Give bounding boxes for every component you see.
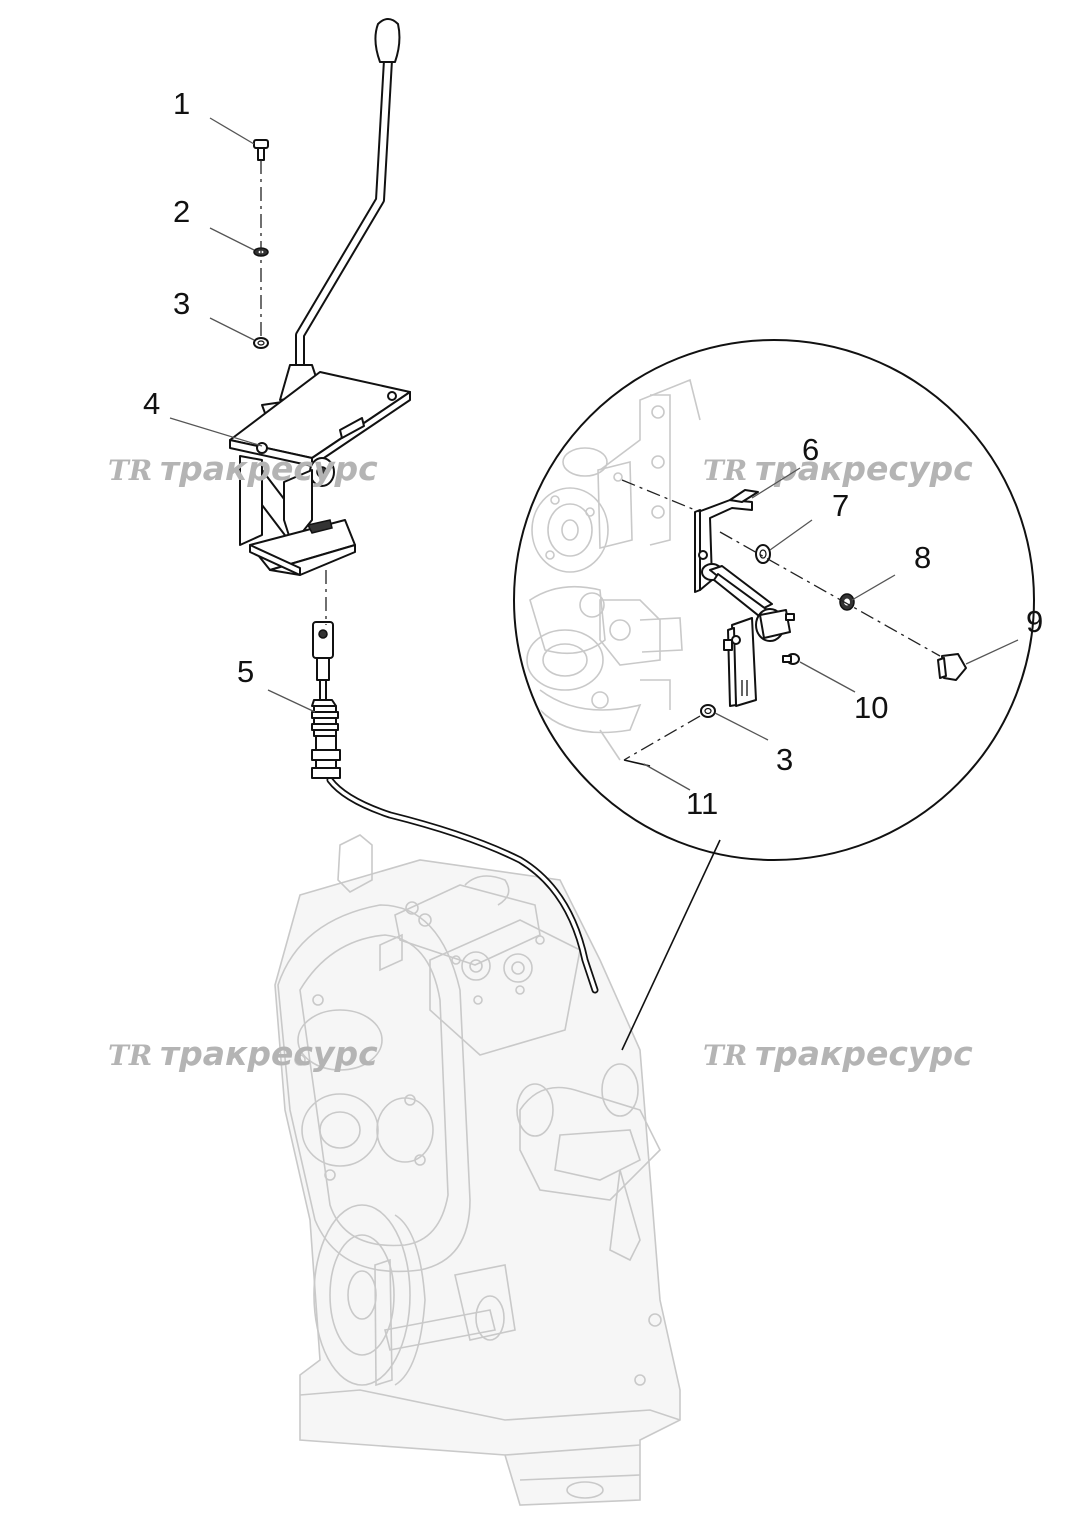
control-cable xyxy=(311,621,599,994)
bolt-10 xyxy=(782,653,800,665)
callout-11: 11 xyxy=(686,786,718,821)
leader-lines xyxy=(169,117,1019,791)
washer-3-detail xyxy=(700,704,716,718)
svg-text:тракресурс: тракресурс xyxy=(160,449,378,488)
bolt-9 xyxy=(937,653,967,681)
callout-3: 3 xyxy=(173,286,190,321)
callout-2: 2 xyxy=(173,194,190,229)
washer-7 xyxy=(755,544,771,564)
transmission-housing xyxy=(274,834,681,1506)
callout-7: 7 xyxy=(832,488,849,523)
callout-labels: 1 2 3 4 5 6 7 8 9 10 3 11 xyxy=(143,86,1043,821)
svg-text:TR: TR xyxy=(108,454,152,487)
shift-lever-assembly xyxy=(229,18,411,576)
svg-text:тракресурс: тракресурс xyxy=(160,1034,378,1073)
watermark-top-left: TR тракресурс xyxy=(108,449,378,488)
watermark-bottom-right: TR тракресурс xyxy=(703,1034,973,1073)
bracket-6 xyxy=(694,489,795,707)
watermark-bottom-left: TR тракресурс xyxy=(108,1034,378,1073)
bolt-1 xyxy=(253,139,269,161)
callout-3-detail: 3 xyxy=(776,742,793,777)
callout-5: 5 xyxy=(237,654,254,689)
svg-text:TR: TR xyxy=(703,454,747,487)
callout-8: 8 xyxy=(914,540,931,575)
callout-4: 4 xyxy=(143,386,160,421)
watermark-top-right: TR тракресурс xyxy=(703,449,973,488)
svg-text:TR: TR xyxy=(703,1039,747,1072)
washer-3 xyxy=(253,337,269,349)
callout-10: 10 xyxy=(854,690,888,725)
svg-text:TR: TR xyxy=(108,1039,152,1072)
callout-1: 1 xyxy=(173,86,190,121)
cable-bellows xyxy=(311,705,339,737)
callout-9: 9 xyxy=(1026,604,1043,639)
svg-text:тракресурс: тракресурс xyxy=(755,1034,973,1073)
washer-8 xyxy=(839,593,855,611)
callout-6: 6 xyxy=(802,432,819,467)
detail-view xyxy=(513,339,1035,1051)
svg-text:тракресурс: тракресурс xyxy=(755,449,973,488)
